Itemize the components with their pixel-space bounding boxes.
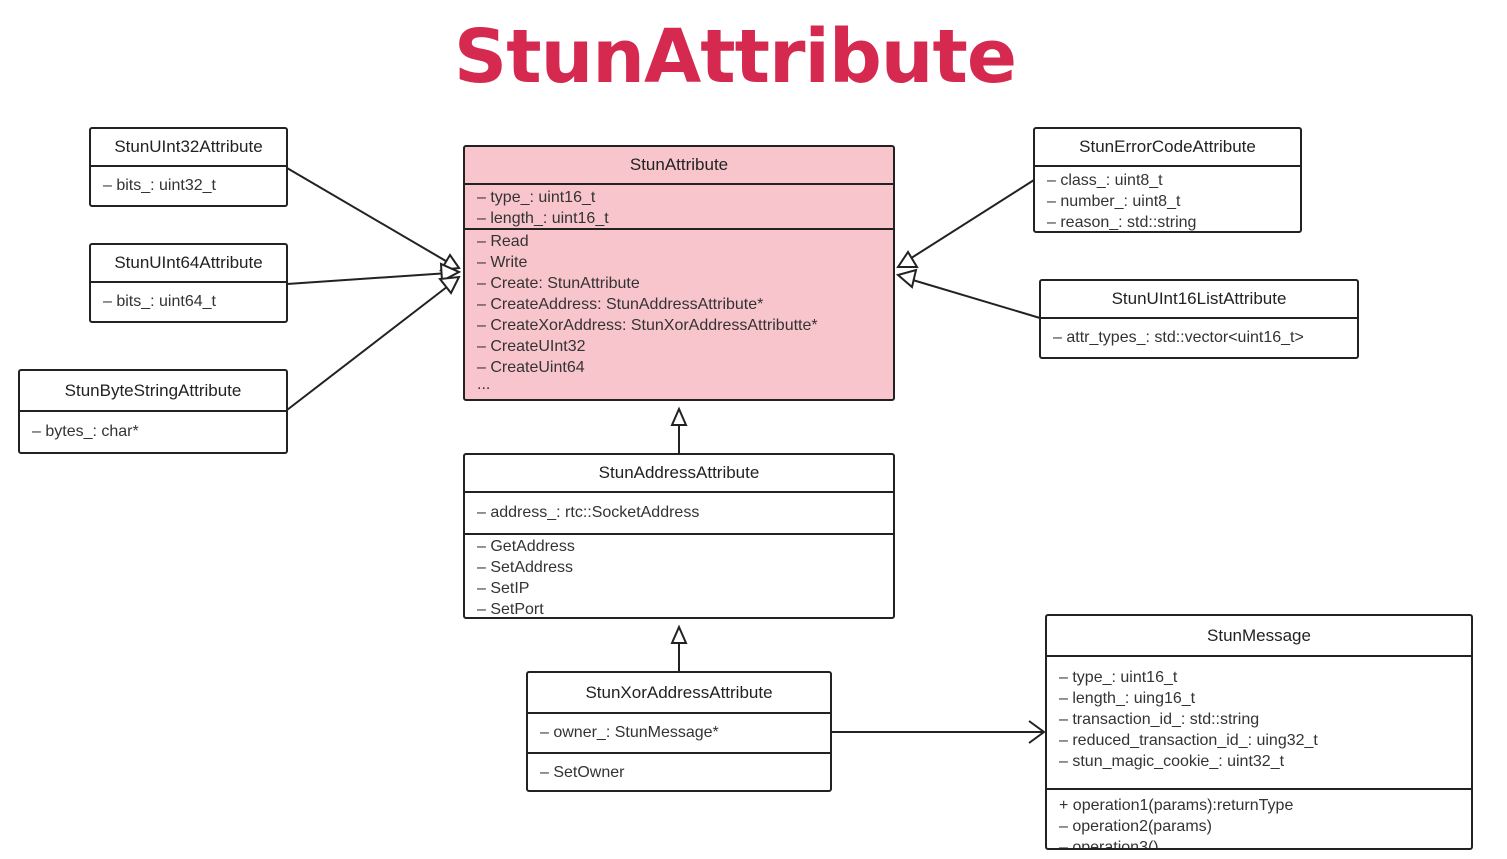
class-uint32-attribute[interactable]: StunUInt32Attribute – bits_: uint32_t <box>89 127 288 207</box>
attribute-row: – type_: uint16_t <box>1059 669 1178 686</box>
class-name: StunXorAddressAttribute <box>528 673 830 714</box>
operation-row: – SetPort <box>477 601 544 618</box>
class-name: StunAddressAttribute <box>465 455 893 493</box>
operation-row: – Read <box>477 233 529 250</box>
operation-row-ellipsis: ... <box>477 376 491 393</box>
attribute-row: – reduced_transaction_id_: uing32_t <box>1059 732 1318 749</box>
attributes-section: – class_: uint8_t – number_: uint8_t – r… <box>1035 167 1300 231</box>
attribute-row: – reason_: std::string <box>1047 214 1197 231</box>
diagram-title: StunAttribute <box>453 14 1017 100</box>
attributes-section: – address_: rtc::SocketAddress <box>465 493 893 535</box>
inherit-line-uint64 <box>286 272 450 285</box>
class-stun-message[interactable]: StunMessage – type_: uint16_t – length_:… <box>1045 614 1473 850</box>
inherit-arrowhead-uint16list <box>895 268 918 289</box>
attributes-section: – bits_: uint64_t <box>91 283 286 321</box>
attribute-row: – attr_types_: std::vector<uint16_t> <box>1053 329 1304 346</box>
operation-row: – SetOwner <box>540 764 625 781</box>
class-errorcode-attribute[interactable]: StunErrorCodeAttribute – class_: uint8_t… <box>1033 127 1302 233</box>
inherit-arrowhead-uint64 <box>439 262 462 283</box>
attribute-row: – number_: uint8_t <box>1047 193 1181 210</box>
inherit-line-errorcode <box>904 179 1035 263</box>
attribute-row: – length_: uing16_t <box>1059 690 1196 707</box>
operation-row: – Create: StunAttribute <box>477 275 640 292</box>
class-name: StunAttribute <box>465 147 893 185</box>
class-uint64-attribute[interactable]: StunUInt64Attribute – bits_: uint64_t <box>89 243 288 323</box>
operation-row: – GetAddress <box>477 538 575 555</box>
class-name: StunMessage <box>1047 616 1471 657</box>
class-stun-attribute[interactable]: StunAttribute – type_: uint16_t – length… <box>463 145 895 401</box>
operation-row: + operation1(params):returnType <box>1059 797 1294 814</box>
class-xoraddress-attribute[interactable]: StunXorAddressAttribute – owner_: StunMe… <box>526 671 832 792</box>
attributes-section: – bytes_: char* <box>20 412 286 452</box>
inherit-arrowhead-bytestring <box>438 275 461 295</box>
attribute-row: – type_: uint16_t <box>477 189 596 206</box>
operations-section: – GetAddress – SetAddress – SetIP – SetP… <box>465 535 893 618</box>
operation-row: – operation2(params) <box>1059 818 1212 835</box>
class-name: StunUInt16ListAttribute <box>1041 281 1357 319</box>
attributes-section: – type_: uint16_t – length_: uing16_t – … <box>1047 657 1471 790</box>
attribute-row: – owner_: StunMessage* <box>540 724 719 741</box>
inherit-line-uint32 <box>286 167 452 265</box>
operation-row: – operation3() <box>1059 839 1159 850</box>
attribute-row: – stun_magic_cookie_: uint32_t <box>1059 753 1285 770</box>
inherit-arrowhead-errorcode <box>896 250 919 268</box>
inherit-arrowhead-xoraddress <box>670 624 688 644</box>
inherit-arrowhead-address <box>670 406 688 426</box>
class-address-attribute[interactable]: StunAddressAttribute – address_: rtc::So… <box>463 453 895 619</box>
class-name: StunByteStringAttribute <box>20 371 286 412</box>
operation-row: – SetAddress <box>477 559 574 576</box>
operations-section: + operation1(params):returnType – operat… <box>1047 790 1471 850</box>
attributes-section: – bits_: uint32_t <box>91 167 286 205</box>
class-uint16list-attribute[interactable]: StunUInt16ListAttribute – attr_types_: s… <box>1039 279 1359 359</box>
attributes-section: – type_: uint16_t – length_: uint16_t <box>465 185 893 230</box>
class-name: StunUInt64Attribute <box>91 245 286 283</box>
operations-section: – SetOwner <box>528 754 830 790</box>
operation-row: – CreateXorAddress: StunXorAddressAttrib… <box>477 317 818 334</box>
operation-row: – CreateUint64 <box>477 359 585 376</box>
operation-row: – CreateAddress: StunAddressAttribute* <box>477 296 764 313</box>
operation-row: – Write <box>477 254 528 271</box>
operations-section: – Read – Write – Create: StunAttribute –… <box>465 230 893 393</box>
class-bytestring-attribute[interactable]: StunByteStringAttribute – bytes_: char* <box>18 369 288 454</box>
class-name: StunErrorCodeAttribute <box>1035 129 1300 167</box>
class-name: StunUInt32Attribute <box>91 129 286 167</box>
attribute-row: – class_: uint8_t <box>1047 172 1163 189</box>
operation-row: – SetIP <box>477 580 530 597</box>
operation-row: – CreateUInt32 <box>477 338 586 355</box>
attributes-section: – owner_: StunMessage* <box>528 714 830 754</box>
association-arrowhead-owner <box>1028 720 1046 744</box>
attribute-row: – length_: uint16_t <box>477 210 609 227</box>
attribute-row: – bits_: uint64_t <box>103 293 216 310</box>
attribute-row: – address_: rtc::SocketAddress <box>477 504 700 521</box>
attribute-row: – bits_: uint32_t <box>103 177 216 194</box>
attributes-section: – attr_types_: std::vector<uint16_t> <box>1041 319 1357 357</box>
attribute-row: – transaction_id_: std::string <box>1059 711 1260 728</box>
inherit-line-bytestring <box>286 282 453 411</box>
attribute-row: – bytes_: char* <box>32 423 139 440</box>
inherit-line-uint16list <box>905 277 1041 319</box>
